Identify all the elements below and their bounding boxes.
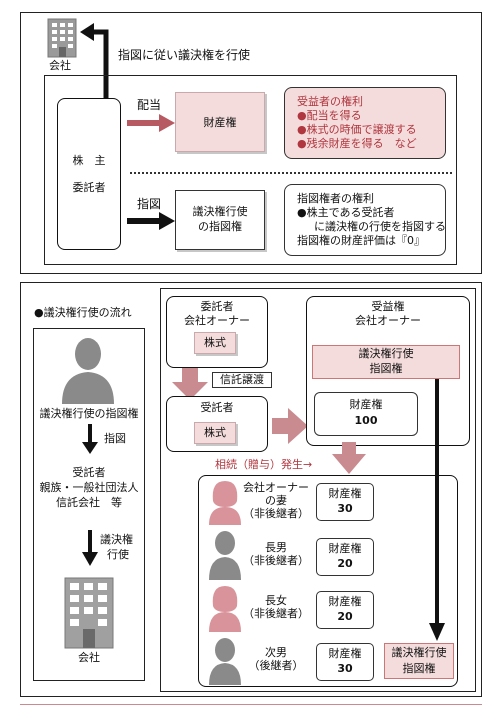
building-icon xyxy=(64,577,114,649)
heir-name: （非後継者） xyxy=(243,607,309,620)
building-icon xyxy=(47,18,77,58)
settlor-line2: 委託者 xyxy=(72,181,106,194)
transfer-arrow xyxy=(172,368,208,400)
instruction-label: 指図 xyxy=(137,197,162,211)
person-female-icon xyxy=(209,586,241,632)
property-right-box xyxy=(175,92,265,152)
voting-right-box xyxy=(175,190,265,250)
voting-right-line1: 議決権行使 xyxy=(192,205,248,218)
beneficiary-item: ●株式の時価で譲渡する xyxy=(297,123,417,136)
voting-right-arrow xyxy=(429,379,445,641)
heir-voting-box xyxy=(384,643,454,679)
heir-property-value: 20 xyxy=(337,610,353,623)
holder-line: 指図権の財産評価は『0』 xyxy=(297,234,425,247)
benef-line1: 受益権 xyxy=(371,300,405,313)
flow-trustee-3: 信託会社 等 xyxy=(56,496,122,509)
beneficiary-item: ●配当を得る xyxy=(297,109,362,122)
heir-name: 会社オーナー xyxy=(243,481,309,494)
person-icon xyxy=(209,531,241,580)
stock-box xyxy=(194,422,236,444)
property-100-label: 財産権 xyxy=(349,398,383,411)
holder-rights-box xyxy=(284,184,446,256)
settlor-box xyxy=(57,98,121,250)
company-label: 会社 xyxy=(49,59,71,72)
voting-right-line2: の指図権 xyxy=(198,220,242,233)
beneficiary-title: 受益者の権利 xyxy=(297,95,363,108)
heir-name: 長男 xyxy=(265,541,287,554)
inheritance-label: 相続（贈与）発生→ xyxy=(215,458,313,471)
heirs-frame xyxy=(198,475,458,687)
heir-property-box xyxy=(316,591,374,629)
person-icon xyxy=(209,638,241,685)
stock-box xyxy=(194,332,236,354)
heir-name: （後継者） xyxy=(248,659,304,672)
flow-frame xyxy=(33,328,145,681)
transfer-tag xyxy=(212,372,272,388)
top-inner-frame xyxy=(44,75,457,265)
heir-voting-1: 議決権行使 xyxy=(391,646,447,659)
flow-exercise-1: 議決権 xyxy=(100,533,133,546)
flow-arrow-2 xyxy=(82,530,98,566)
flow-voting-holder: 議決権行使の指図権 xyxy=(39,407,139,420)
heir-property-label: 財産権 xyxy=(328,595,362,608)
heir-name: の妻 xyxy=(265,494,287,507)
stock-label: 株式 xyxy=(204,426,226,439)
benef-voting-box xyxy=(312,345,460,379)
heir-name: （非後継者） xyxy=(243,554,309,567)
dividend-label: 配当 xyxy=(137,98,162,112)
heir-property-label: 財産権 xyxy=(328,542,362,555)
heir-name: （非後継者） xyxy=(243,507,309,520)
instruction-arrow xyxy=(127,212,175,230)
benef-voting-1: 議決権行使 xyxy=(358,347,414,360)
heir-property-value: 30 xyxy=(337,502,353,515)
heir-property-value: 30 xyxy=(337,662,353,675)
benef-line2: 会社オーナー xyxy=(355,314,421,327)
heir-name: 長女 xyxy=(265,594,287,607)
heir-property-box xyxy=(316,538,374,576)
bottom-panel xyxy=(20,282,482,697)
flow-trustee-1: 受託者 xyxy=(72,466,106,479)
dividend-arrow xyxy=(127,114,175,132)
instruct-arrow xyxy=(80,23,109,98)
flow-company: 会社 xyxy=(78,651,100,664)
flow-arrow-1 xyxy=(82,424,98,454)
flow-title: ●議決権行使の流れ xyxy=(34,306,132,319)
holder-line: に議決権の行使を指図する xyxy=(314,220,446,233)
person-female-icon xyxy=(209,481,241,525)
flow-trustee-2: 親族・一般社団法人 xyxy=(39,481,139,494)
dotted-divider xyxy=(130,172,452,174)
stock-label: 株式 xyxy=(204,336,226,349)
beneficiary-item: ●残余財産を得る など xyxy=(297,137,417,150)
heir-name: 次男 xyxy=(265,646,287,659)
property-100-box xyxy=(314,392,418,436)
property-right-label: 財産権 xyxy=(203,116,237,129)
benef-voting-2: 指図権 xyxy=(369,362,403,375)
flow-instruction: 指図 xyxy=(104,432,126,445)
heir-property-box xyxy=(316,483,374,521)
footer-rule xyxy=(20,704,482,705)
settlor-owner-2: 会社オーナー xyxy=(184,314,250,327)
person-icon xyxy=(62,338,114,404)
flow-exercise-2: 行使 xyxy=(107,548,129,561)
settlor-owner-1: 委託者 xyxy=(200,300,234,313)
beneficiary-rights-box xyxy=(284,87,446,159)
heir-property-label: 財産権 xyxy=(328,647,362,660)
inheritance-arrow xyxy=(332,442,366,474)
holder-title: 指図権者の権利 xyxy=(297,192,374,205)
top-panel xyxy=(20,12,482,274)
instruct-label: 指図に従い議決権を行使 xyxy=(118,48,251,62)
scheme-frame xyxy=(160,288,476,692)
heir-voting-2: 指図権 xyxy=(402,662,436,675)
heir-property-value: 20 xyxy=(337,557,353,570)
property-100-value: 100 xyxy=(354,414,378,427)
trustee-label: 受託者 xyxy=(200,401,234,414)
heir-property-box xyxy=(316,643,374,681)
holder-line: ●株主である受託者 xyxy=(297,206,395,219)
settlor-line1: 株 主 xyxy=(72,154,106,167)
transfer-label: 信託譲渡 xyxy=(220,373,264,386)
trustee-to-benef-arrow xyxy=(272,408,308,444)
heir-property-label: 財産権 xyxy=(328,487,362,500)
